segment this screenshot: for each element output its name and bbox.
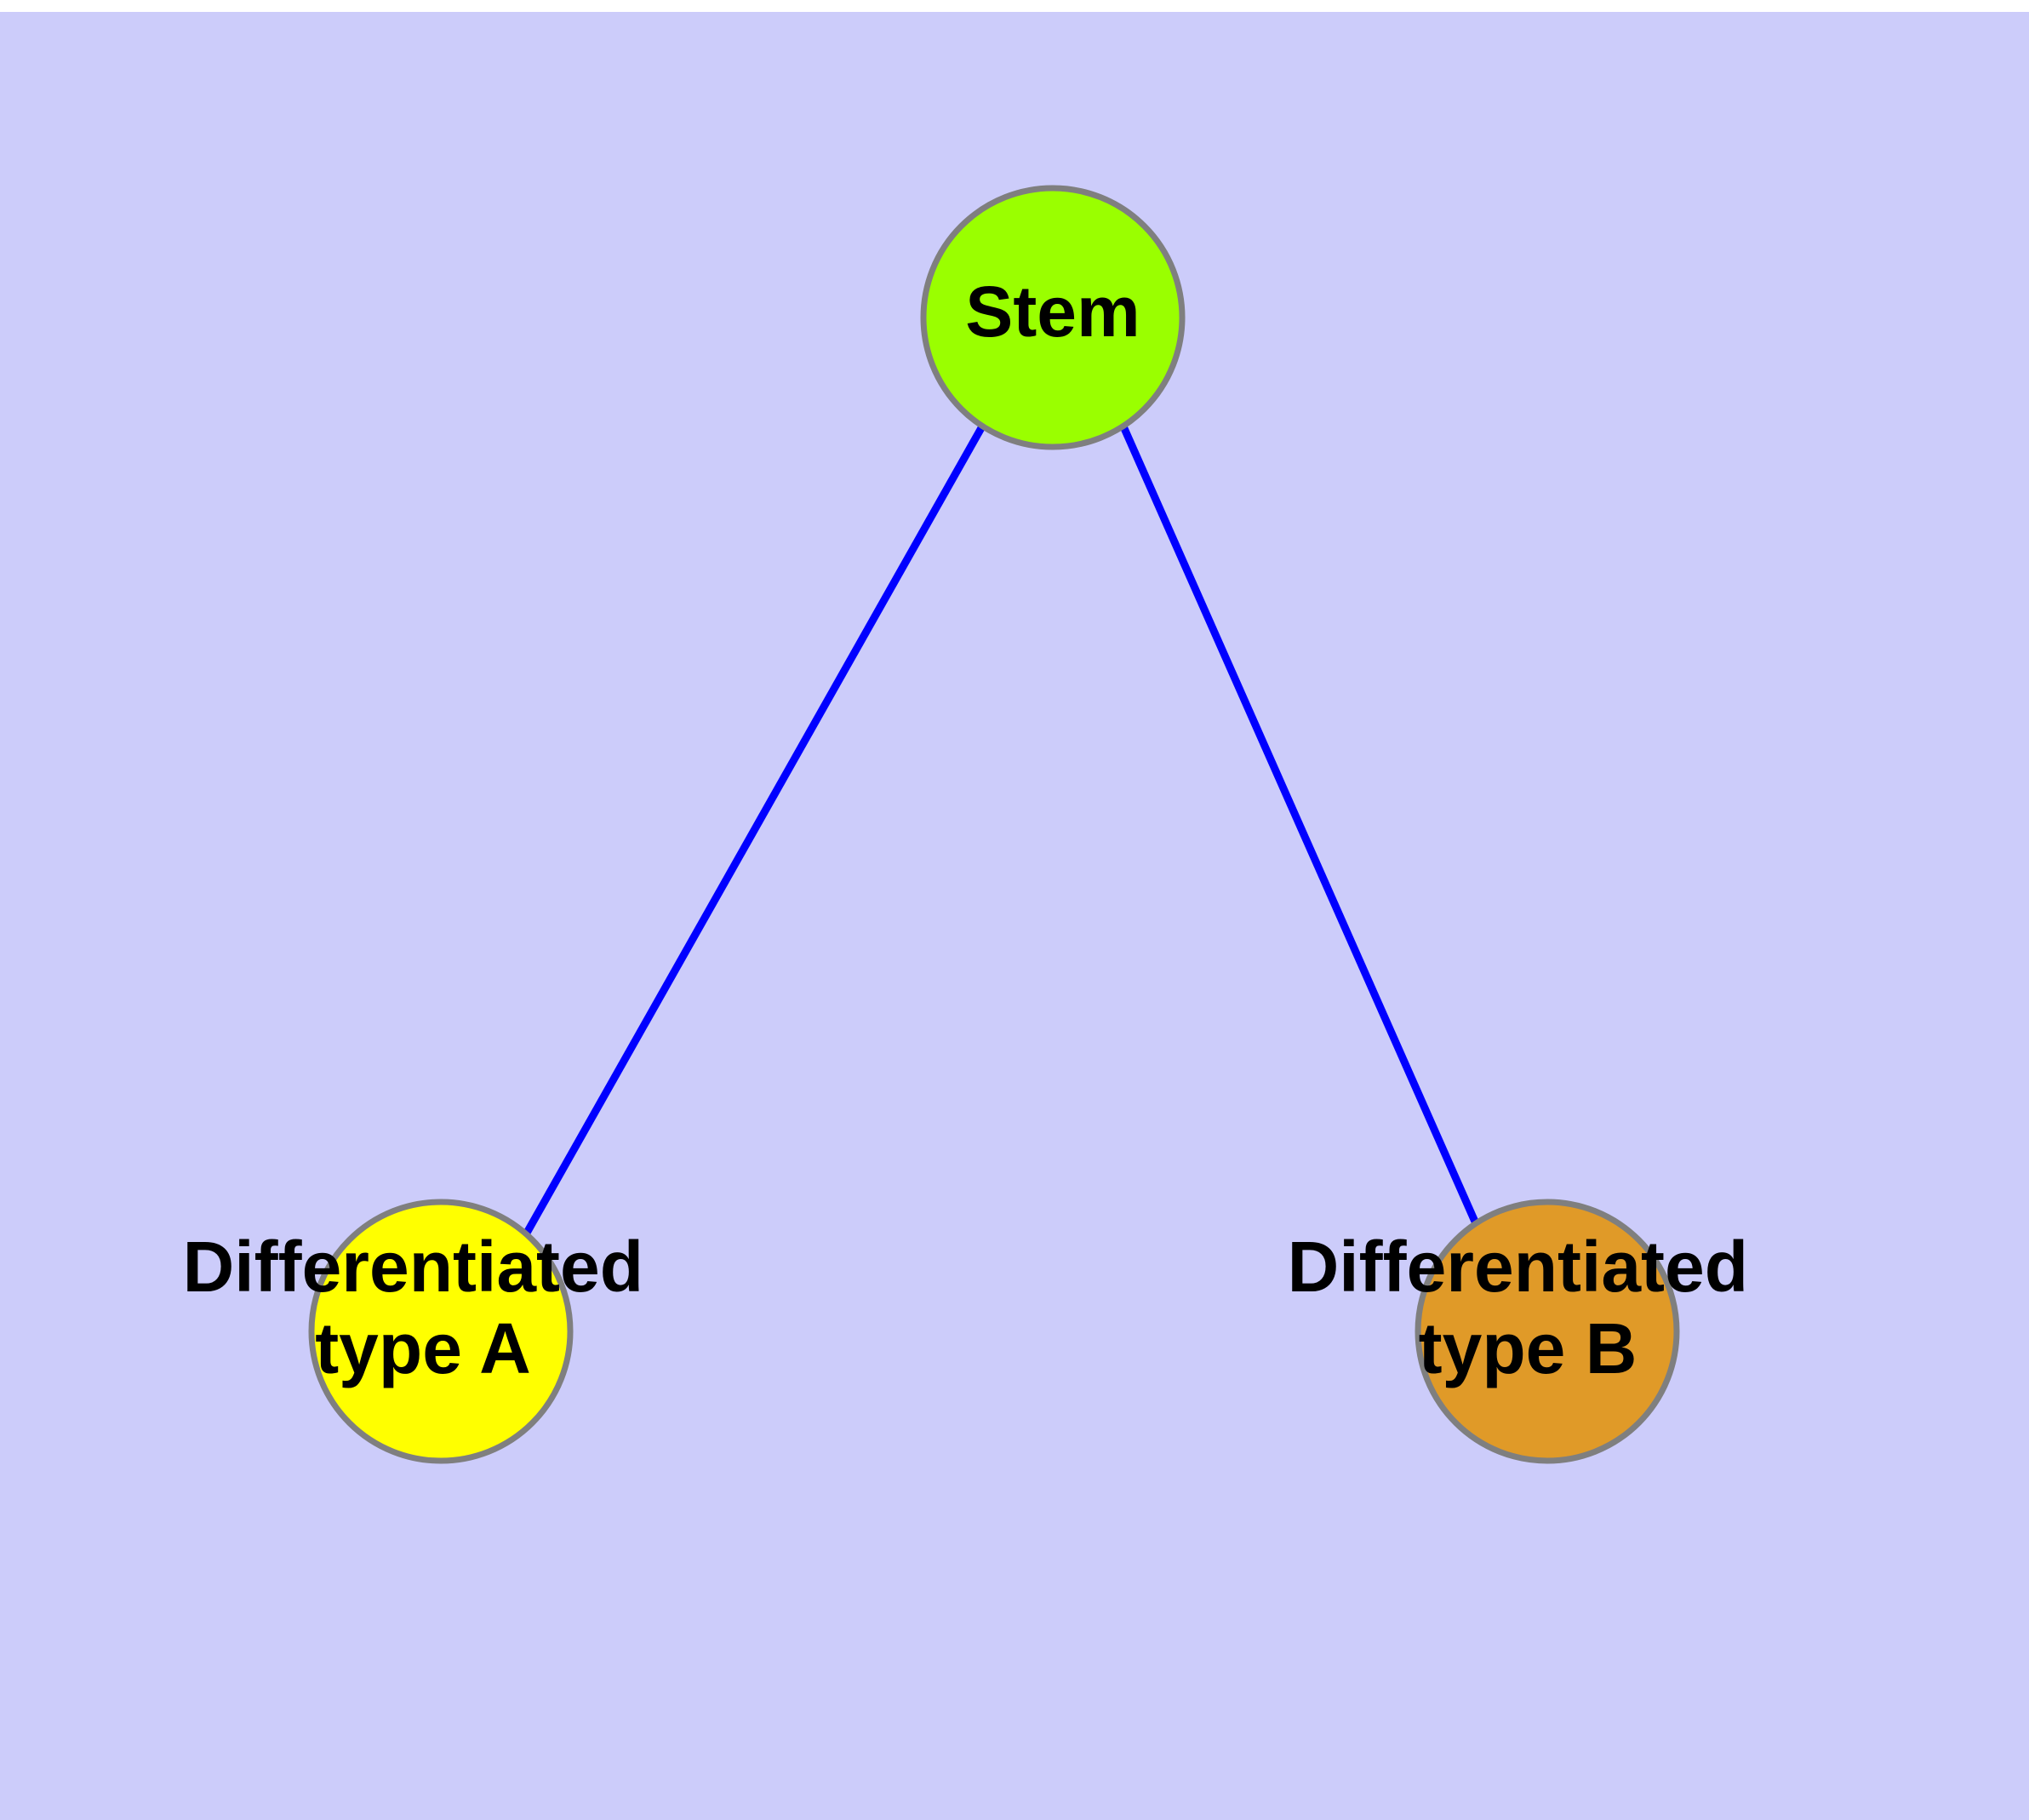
node-differentiated-type-a[interactable] [308, 1199, 574, 1464]
node-label-line: type A [315, 1308, 531, 1388]
edge-stem-to-differentiated-type-b[interactable] [1119, 425, 1483, 1231]
node-circle-differentiated-type-b[interactable] [1415, 1199, 1680, 1464]
edges-layer [523, 424, 1483, 1237]
node-label-differentiated-type-a: Differentiated type A [183, 1227, 664, 1388]
node-label-line: Differentiated [183, 1227, 643, 1307]
labels-layer: Stem Differentiated type A Differentiate… [183, 272, 1769, 1388]
node-label-line: Differentiated [1288, 1227, 1748, 1307]
node-label-line: type B [1419, 1308, 1637, 1388]
node-circle-stem[interactable] [920, 185, 1186, 450]
nodes-layer [308, 185, 1680, 1464]
node-differentiated-type-b[interactable] [1415, 1199, 1680, 1464]
edge-stem-to-differentiated-type-a[interactable] [523, 424, 986, 1237]
node-label-differentiated-type-b: Differentiated type B [1288, 1227, 1769, 1388]
node-label-stem: Stem [965, 272, 1140, 352]
node-circle-differentiated-type-a[interactable] [308, 1199, 574, 1464]
node-stem[interactable] [920, 185, 1186, 450]
